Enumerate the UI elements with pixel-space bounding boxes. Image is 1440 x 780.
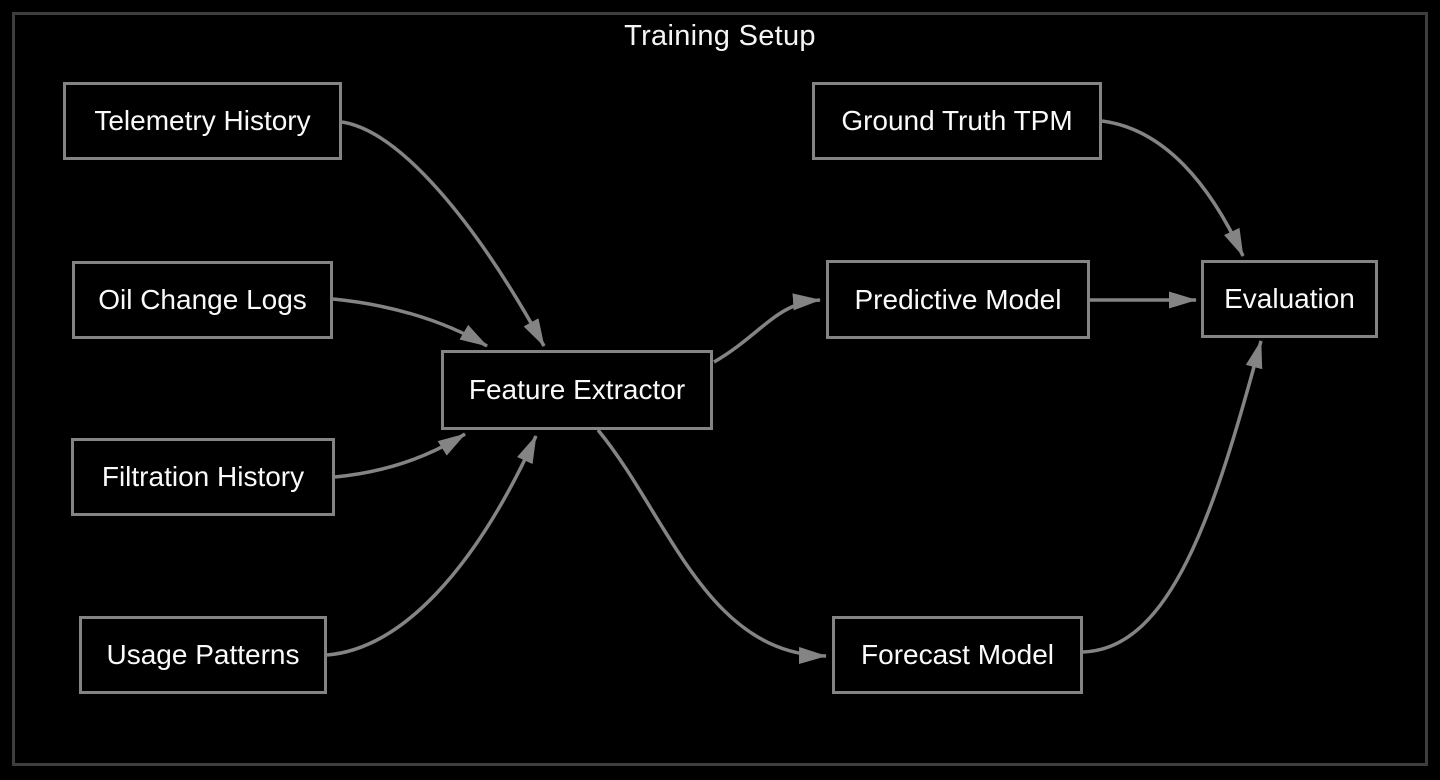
node-label: Telemetry History (94, 105, 311, 136)
node-filtration-history: Filtration History (71, 438, 335, 516)
diagram-frame (12, 12, 1428, 766)
node-feature-extractor: Feature Extractor (441, 350, 713, 430)
node-label: Oil Change Logs (98, 284, 307, 315)
edge-oil_change_logs-to-feature_extractor (332, 297, 488, 348)
node-label: Filtration History (101, 461, 305, 492)
node-label: Feature Extractor (468, 374, 686, 405)
edge-feature_extractor-to-forecast_model (596, 428, 827, 665)
node-label: Ground Truth TPM (841, 105, 1073, 136)
edge-feature_extractor-to-predictive_model (713, 293, 821, 364)
node-label: Predictive Model (854, 283, 1062, 315)
node-usage-patterns: Usage Patterns (79, 616, 327, 694)
node-label: Forecast Model (861, 639, 1054, 670)
edge-usage_patterns-to-feature_extractor (326, 435, 538, 657)
edge-ground_truth_tpm-to-evaluation (1101, 119, 1245, 257)
diagram-title: Training Setup (624, 20, 816, 52)
node-evaluation: Evaluation (1201, 260, 1378, 338)
edge-forecast_model-to-evaluation (1082, 340, 1263, 654)
edge-filtration_history-to-feature_extractor (334, 432, 466, 479)
node-forecast-model: Forecast Model (832, 616, 1083, 694)
edge-telemetry_history-to-feature_extractor (341, 120, 546, 347)
node-label: Usage Patterns (106, 639, 300, 670)
node-telemetry-history: Telemetry History (63, 82, 342, 160)
node-ground-truth-tpm: Ground Truth TPM (812, 82, 1102, 160)
node-label: Evaluation (1224, 283, 1355, 314)
node-predictive-model: Predictive Model (826, 260, 1090, 339)
node-oil-change-logs: Oil Change Logs (72, 261, 333, 339)
